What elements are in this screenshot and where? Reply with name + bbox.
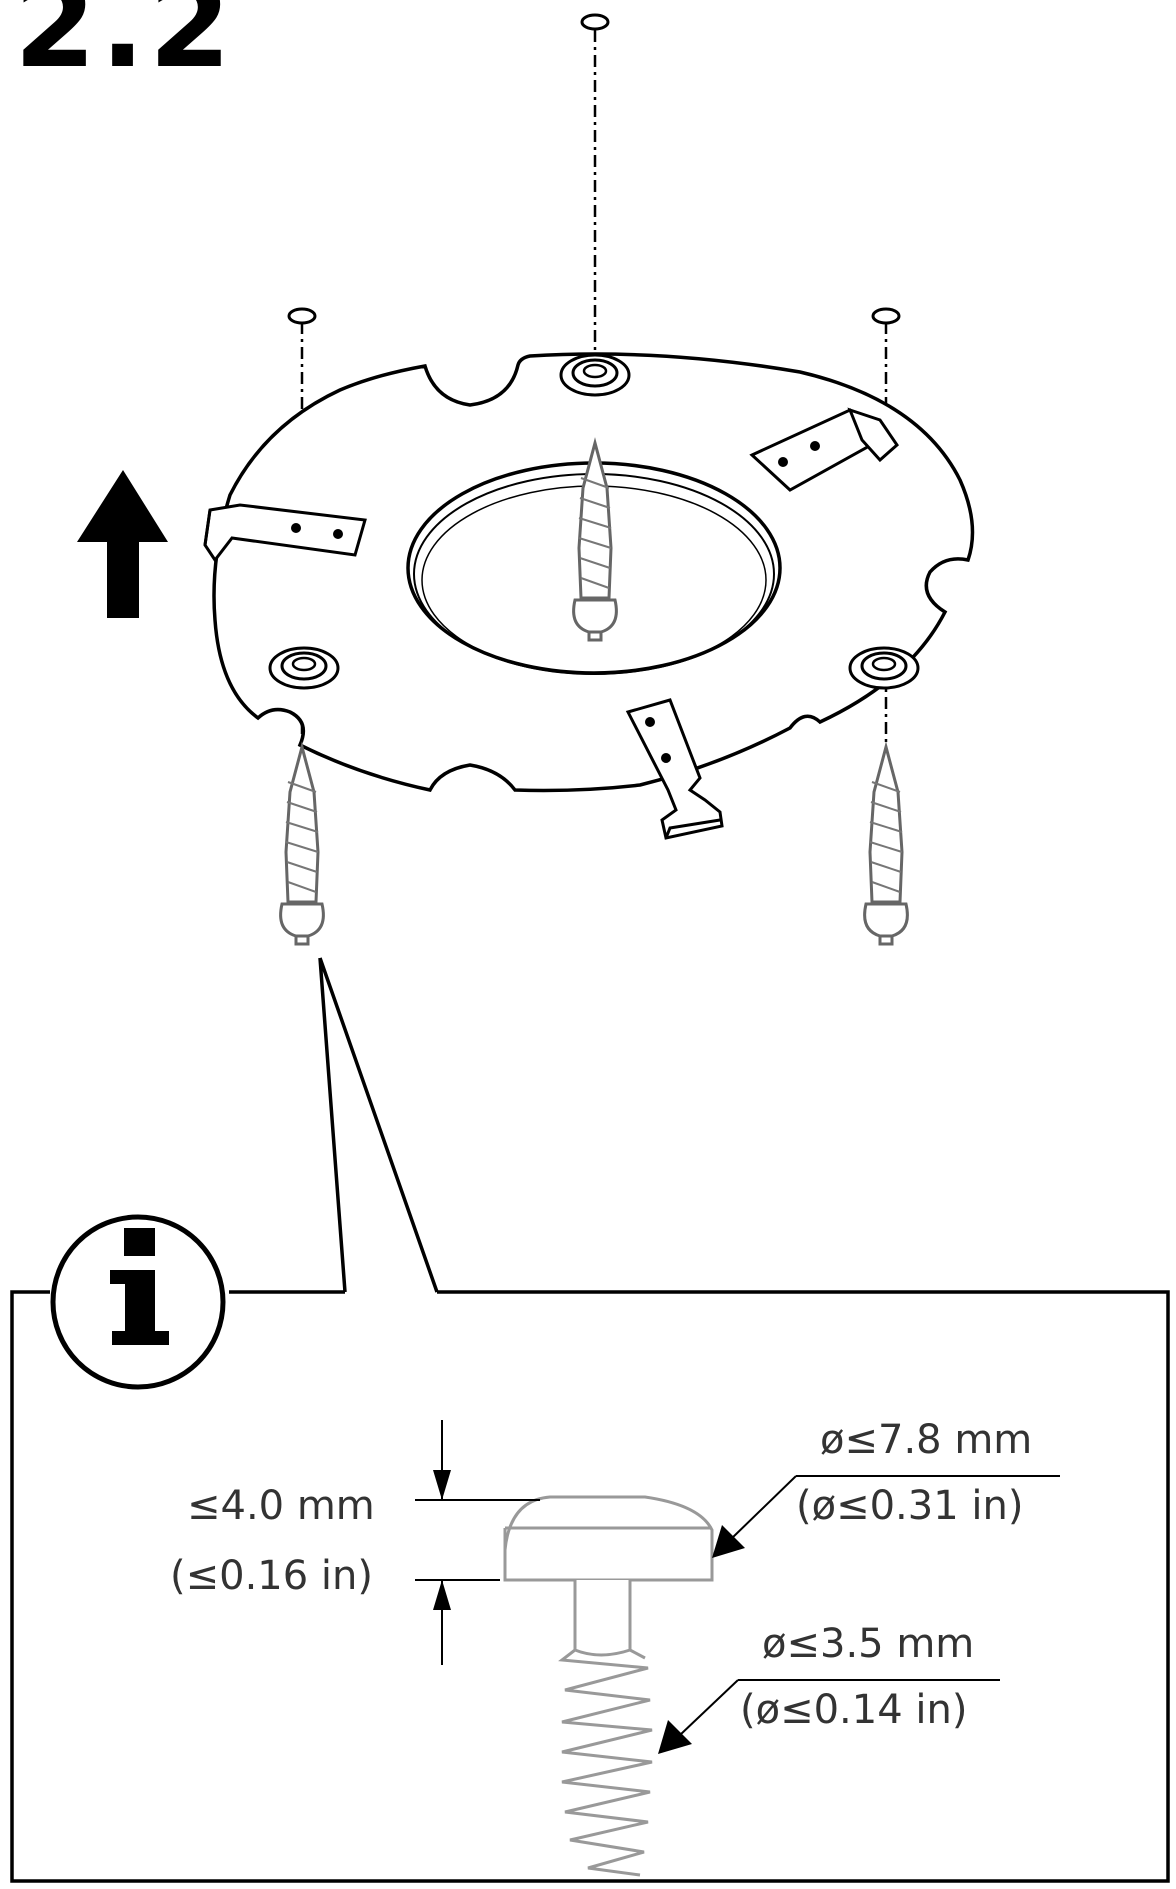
head-height-in-label: (≤0.16 in) (170, 1553, 373, 1599)
info-callout (10, 957, 1170, 1883)
washer-icon (287, 307, 317, 325)
screw-hole (268, 646, 340, 690)
head-height-mm-label: ≤4.0 mm (187, 1483, 375, 1529)
screw-icon (863, 745, 909, 946)
screw-hole (559, 353, 631, 397)
washer-icon (871, 307, 901, 325)
washer-icon (580, 13, 610, 31)
shank-diameter-mm-label: ø≤3.5 mm (762, 1621, 975, 1667)
screw-icon (279, 745, 325, 946)
clip-left (203, 503, 367, 563)
step-number: 2.2 (14, 0, 236, 94)
screw-hole (848, 646, 920, 690)
clip-right (749, 407, 899, 492)
clip-bottom (625, 698, 724, 840)
dimension-lines (415, 1420, 1060, 1754)
screw-detail (503, 1495, 714, 1877)
arrow-up-icon (77, 470, 168, 618)
head-diameter-in-label: (ø≤0.31 in) (796, 1483, 1024, 1529)
info-icon (50, 1214, 226, 1390)
shank-diameter-in-label: (ø≤0.14 in) (740, 1687, 968, 1733)
head-diameter-mm-label: ø≤7.8 mm (820, 1417, 1033, 1463)
